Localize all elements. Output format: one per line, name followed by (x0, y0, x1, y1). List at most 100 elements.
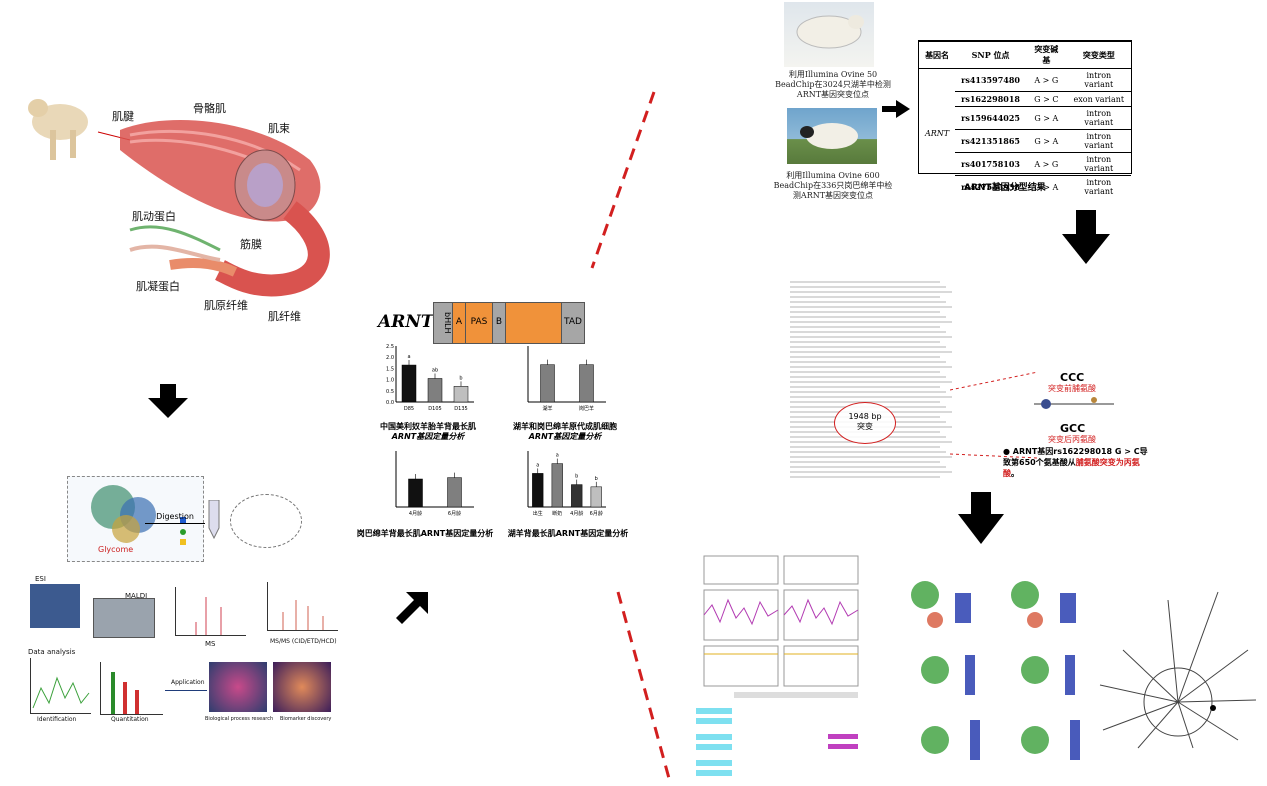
identification-plot (30, 658, 91, 714)
bar (408, 478, 423, 508)
quantitation-plot (100, 662, 163, 715)
sequence-line (790, 391, 946, 393)
sig-label: a (407, 354, 410, 360)
table-cell: exon variant (1066, 91, 1131, 107)
domain-b: B (492, 303, 505, 343)
sequence-line (790, 446, 940, 448)
sequence-line (790, 381, 952, 383)
snp-table-title: ARNT基因分型结果 (964, 183, 1046, 193)
sequence-line (790, 461, 940, 463)
table-cell: A > G (1034, 75, 1059, 85)
th-gene: 基因名 (919, 41, 956, 69)
glycomics-panel: Glycome Digestion ESI MALDI MS MS/MS (CI… (25, 472, 345, 727)
arrow-diagonal (396, 592, 428, 624)
arrow-down-right-2 (958, 492, 1004, 544)
table-cell: intron variant (1066, 175, 1131, 198)
table-cell: rs427535938 (955, 175, 1026, 198)
sig-label: b (459, 375, 462, 381)
bar (571, 484, 583, 508)
maldi-plate (93, 598, 155, 638)
ccc-label: CCC (1060, 371, 1085, 384)
mutation-connector (950, 371, 1039, 459)
category-label: D85 (404, 406, 414, 412)
sequence-line (790, 396, 952, 398)
sequence-line (790, 311, 940, 313)
arrow-right (882, 100, 910, 118)
muscle-illustration (28, 99, 330, 297)
bio-research-label: Biological process research (205, 716, 274, 722)
chart-0-caption2: ARNT基因定量分析 (391, 432, 465, 441)
th-type: 突变类型 (1066, 41, 1131, 69)
sequence-line (790, 361, 946, 363)
y-tick-label: 2.5 (386, 344, 394, 350)
chart-1-caption1: 湖羊和岗巴绵羊原代成肌细胞 (513, 422, 617, 431)
table-cell: rs162298018 (955, 91, 1026, 107)
category-label: 断奶 (552, 510, 562, 517)
sequence-line (790, 456, 952, 458)
sequence-line (790, 301, 946, 303)
dashed-divider-bottom (616, 591, 672, 783)
biomarker-label: Biomarker discovery (280, 716, 332, 722)
sequence-line (790, 356, 940, 358)
arrow-down-right-1 (1062, 210, 1110, 264)
sig-label: b (575, 474, 578, 480)
sig-label: a (556, 453, 559, 459)
sequence-line (790, 336, 952, 338)
quantitation-label: Quantitation (111, 716, 149, 723)
ms-spectrum (175, 587, 246, 636)
protein-structures (895, 575, 1105, 775)
digestion-arrow: Digestion (145, 512, 205, 524)
sequence-line (790, 451, 946, 453)
muscle-diagram: 肌腱 骨骼肌 肌束 肌动蛋白 筋膜 肌凝蛋白 肌原纤维 肌纤维 (20, 90, 350, 330)
trna-icon (1034, 392, 1114, 416)
sequence-block: 1948 bp 突变 (790, 278, 960, 478)
th-snp: SNP 位点 (955, 41, 1026, 69)
label-skeletal-muscle: 骨骼肌 (193, 102, 226, 115)
table-cell: rs413597480 (961, 75, 1020, 85)
table-cell: intron variant (1084, 71, 1114, 89)
arrow-down-left (148, 384, 188, 418)
label-muscle-fiber: 肌纤维 (268, 310, 301, 323)
note-suffix: 。 (1011, 469, 1019, 478)
table-cell: rs421351865 (955, 129, 1026, 153)
bullet: ● (1003, 447, 1013, 456)
maldi-label: MALDI (125, 592, 148, 600)
sequence-line (790, 316, 946, 318)
sequence-line (790, 341, 940, 343)
sig-label: b (595, 476, 598, 482)
lung-image (273, 662, 331, 712)
domain-a: A (452, 303, 465, 343)
sig-label: ab (432, 367, 438, 373)
table-cell: G > A (1025, 129, 1067, 153)
chart-0-caption1: 中国美利奴羊胎羊背最长肌 (380, 422, 476, 431)
y-tick-label: 1.5 (386, 366, 394, 372)
table-cell: rs159644025 (955, 106, 1026, 130)
identification-label: Identification (37, 716, 77, 723)
category-label: 湖羊 (542, 405, 552, 412)
table-cell: rs401758103 (955, 152, 1026, 176)
category-label: 4月龄 (570, 510, 583, 517)
esi-label: ESI (35, 575, 46, 583)
table-cell: intron variant (1066, 106, 1131, 130)
lamb-icon (28, 99, 88, 160)
sequence-line (790, 351, 952, 353)
chart-3-caption1: 湖羊背最长肌ARNT基因定量分析 (507, 529, 629, 538)
property-plots (694, 550, 864, 782)
esi-instrument (30, 584, 80, 628)
msms-label: MS/MS (CID/ETD/HCD) (270, 638, 337, 645)
table-cell: intron variant (1066, 129, 1131, 153)
gcc-label: GCC (1060, 422, 1086, 435)
sequence-line (790, 291, 952, 293)
sheep-photo-b (787, 108, 877, 164)
bar (453, 386, 469, 403)
category-label: D105 (428, 406, 441, 412)
msms-spectrum (267, 582, 338, 631)
sequence-line (790, 331, 946, 333)
sequence-line (790, 366, 952, 368)
bar (551, 463, 563, 508)
bar (540, 364, 555, 403)
peptide-circle (230, 494, 302, 548)
note-highlight: 脯氨酸突变为丙氨酸 (1003, 458, 1140, 478)
category-label: 4月龄 (409, 510, 422, 517)
